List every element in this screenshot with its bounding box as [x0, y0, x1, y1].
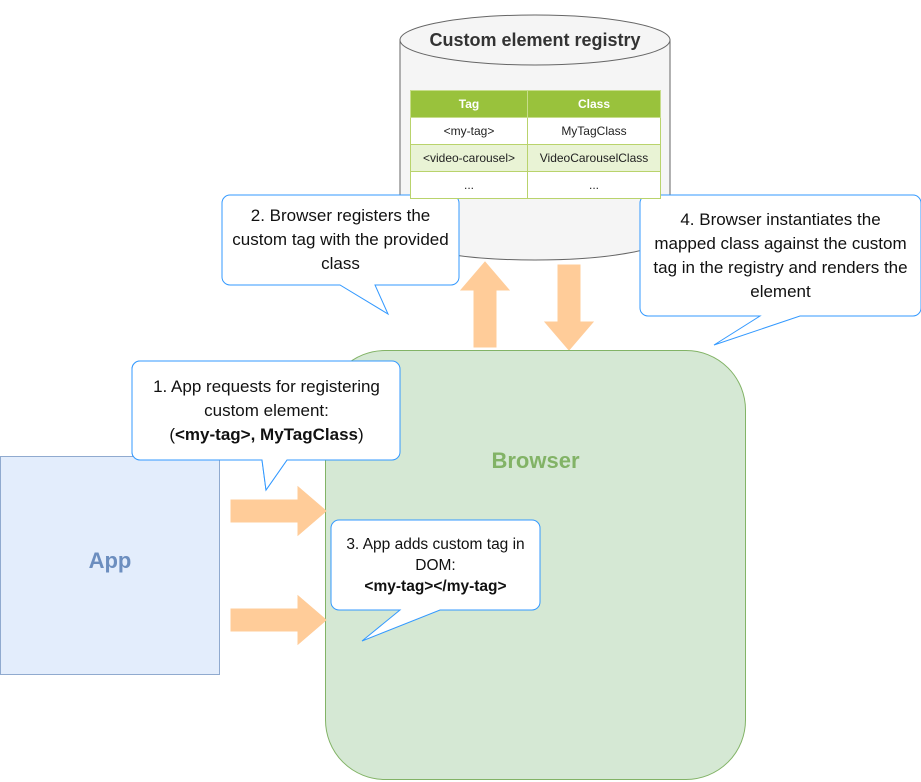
callout-3-code: <my-tag></my-tag> — [364, 577, 507, 595]
registry-header-tag: Tag — [410, 90, 528, 118]
registry-cell-tag: <my-tag> — [410, 117, 528, 145]
registry-cell-class: MyTagClass — [527, 117, 661, 145]
registry-table: Tag Class <my-tag> MyTagClass <video-car… — [410, 90, 661, 199]
callout-1-description: 1. App requests for registering custom e… — [153, 377, 380, 420]
registry-cell-tag: ... — [410, 171, 528, 199]
callout-2-bubble — [221, 194, 460, 316]
callout-2-text: 2. Browser registers the custom tag with… — [232, 206, 449, 273]
registry-row: <my-tag> MyTagClass — [410, 117, 661, 145]
browser-label: Browser — [491, 448, 580, 473]
app-label: App — [88, 548, 132, 573]
callout-4-bubble — [639, 194, 921, 346]
callout-1-open-paren: ( — [169, 425, 175, 444]
callout-1-text: 1. App requests for registering custom e… — [132, 361, 401, 461]
registry-row: ... ... — [410, 171, 661, 199]
registry-row: <video-carousel> VideoCarouselClass — [410, 144, 661, 172]
callout-4-text: 4. Browser instantiates the mapped class… — [653, 209, 908, 301]
add-tag-arrow-right — [230, 594, 327, 646]
callout-3-description: 3. App adds custom tag in DOM: — [346, 535, 525, 574]
registry-title: Custom element registry — [429, 30, 641, 50]
registry-cell-class: VideoCarouselClass — [527, 144, 661, 172]
instantiate-arrow-down — [543, 264, 595, 351]
registry-header-row: Tag Class — [410, 90, 661, 118]
app-box — [0, 456, 220, 675]
callout-3-text: 3. App adds custom tag in DOM: <my-tag><… — [331, 520, 540, 610]
callout-1-comma: , — [250, 425, 261, 444]
registry-cell-tag: <video-carousel> — [410, 144, 528, 172]
registry-cell-class: ... — [527, 171, 661, 199]
request-arrow-right — [230, 485, 327, 537]
register-arrow-up — [459, 261, 511, 348]
registry-header-class: Class — [527, 90, 661, 118]
callout-1-class: MyTagClass — [260, 425, 358, 444]
callout-1-close-paren: ) — [358, 425, 364, 444]
callout-1-tag: <my-tag> — [175, 425, 251, 444]
